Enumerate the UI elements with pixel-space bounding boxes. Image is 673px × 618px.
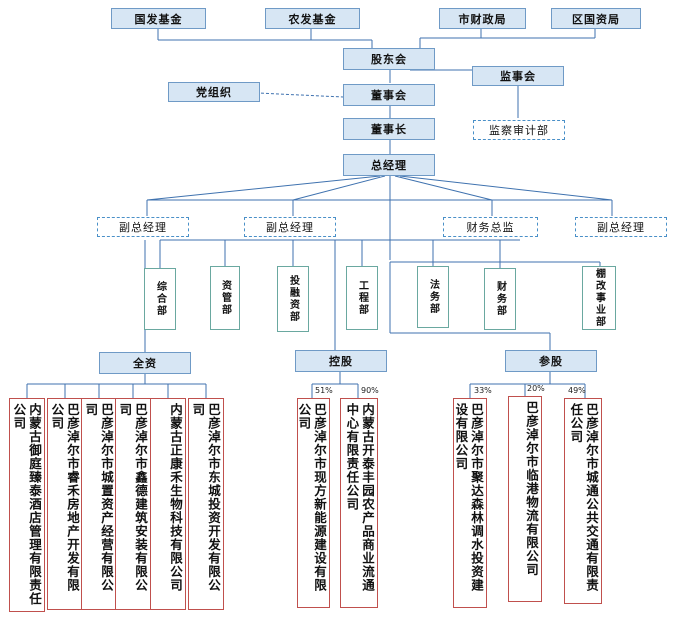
holding-xianfang-energy: 巴彦淖尔市现方新能源建设有限公司 [296,398,330,608]
dept-engineering: 工程部 [346,266,378,330]
shareholder-city-finance-bureau: 市财政局 [439,8,526,29]
subsidiary-xinde-construction: 巴彦淖尔市鑫德建筑安装有限公司 [115,398,151,610]
shareholder-nongfa-fund: 农发基金 [265,8,360,29]
financial-director: 财务总监 [443,217,538,237]
vice-general-manager-3: 副总经理 [575,217,667,237]
dept-general-affairs: 综合部 [144,268,176,330]
dept-finance: 财务部 [484,268,516,330]
category-wholly-owned: 全资 [99,352,191,374]
participating-percent-3: 49% [568,386,586,395]
shareholder-district-sasac: 区国资局 [551,8,641,29]
participating-lingang-logistics: 巴彦淖尔市临港物流有限公司 [508,396,542,602]
participating-percent-1: 33% [474,386,492,395]
subsidiary-dongcheng-investment: 巴彦淖尔市东城投资开发有限公司 [188,398,224,610]
board-of-directors: 董事会 [343,84,435,106]
dept-asset-management: 资管部 [210,266,240,330]
category-holding: 控股 [295,350,387,372]
subsidiary-zhengkanghe-biotech: 内蒙古正康禾生物科技有限公司 [150,398,186,610]
general-manager: 总经理 [343,154,435,176]
shareholders-meeting: 股东会 [343,48,435,70]
chairman: 董事长 [343,118,435,140]
subsidiary-hotel-management: 内蒙古御庭臻泰酒店管理有限责任公司 [9,398,45,612]
shareholder-guofa-fund: 国发基金 [111,8,206,29]
dept-investment-financing: 投融资部 [277,266,309,332]
holding-percent-2: 90% [361,386,379,395]
subsidiary-chengzhi-asset: 巴彦淖尔市城置资产经营有限公司 [81,398,117,610]
dept-shantytown-renovation: 棚改事业部 [582,266,616,330]
category-participating: 参股 [505,350,597,372]
holding-kaitai-fengyuan: 内蒙古开泰丰园农产品商业流通中心有限责任公司 [340,398,378,608]
dept-legal: 法务部 [417,266,449,328]
participating-juda-forest: 巴彦淖尔市聚达森林调水投资建设有限公司 [453,398,487,608]
party-organization: 党组织 [168,82,260,102]
vice-general-manager-2: 副总经理 [244,217,336,237]
vice-general-manager-1: 副总经理 [97,217,189,237]
participating-chengtong-transit: 巴彦淖尔市城通公共交通有限责任公司 [564,398,602,604]
supervisory-board: 监事会 [472,66,564,86]
subsidiary-ruihe-real-estate: 巴彦淖尔市睿禾房地产开发有限公司 [47,398,83,610]
holding-percent-1: 51% [315,386,333,395]
audit-supervision-dept: 监察审计部 [473,120,565,140]
participating-percent-2: 20% [527,384,545,393]
